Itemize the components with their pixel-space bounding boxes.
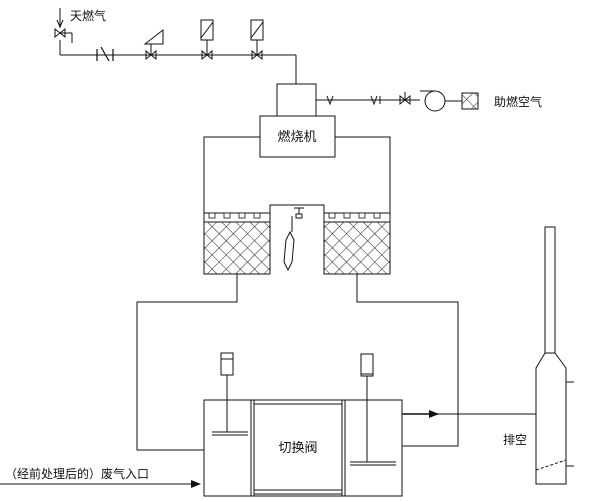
burner-label: 燃烧机 [277, 129, 316, 145]
right-regenerator-bed [323, 212, 391, 275]
burner-blower-box [276, 83, 317, 117]
combustion-air-line [316, 95, 420, 106]
fan-icon [420, 90, 462, 112]
center-partition [269, 204, 325, 274]
gas-inlet-valve-icon [54, 27, 73, 43]
temperature-probe-icon [283, 207, 304, 272]
natural-gas-label: 天燃气 [70, 8, 106, 23]
combustion-air-label: 助燃空气 [494, 94, 542, 109]
switch-valve-assembly [203, 352, 403, 497]
burner-box [259, 115, 336, 158]
duct-lines [136, 274, 459, 451]
switch-valve-label: 切换阀 [278, 441, 317, 456]
exhaust-stack [535, 226, 574, 485]
exhaust-label: 排空 [503, 433, 527, 447]
manual-valve-icon [96, 46, 114, 62]
left-regenerator-bed [203, 212, 271, 275]
air-valve-icon [399, 92, 411, 106]
solenoid-valve-2-icon [250, 19, 264, 61]
pressure-regulator-icon [143, 28, 164, 61]
air-filter-icon [461, 92, 479, 110]
combustion-chamber-wall [203, 136, 391, 213]
solenoid-valve-1-icon [200, 19, 214, 61]
waste-gas-inlet-label: （经前处理后的）废气入口 [5, 466, 149, 481]
